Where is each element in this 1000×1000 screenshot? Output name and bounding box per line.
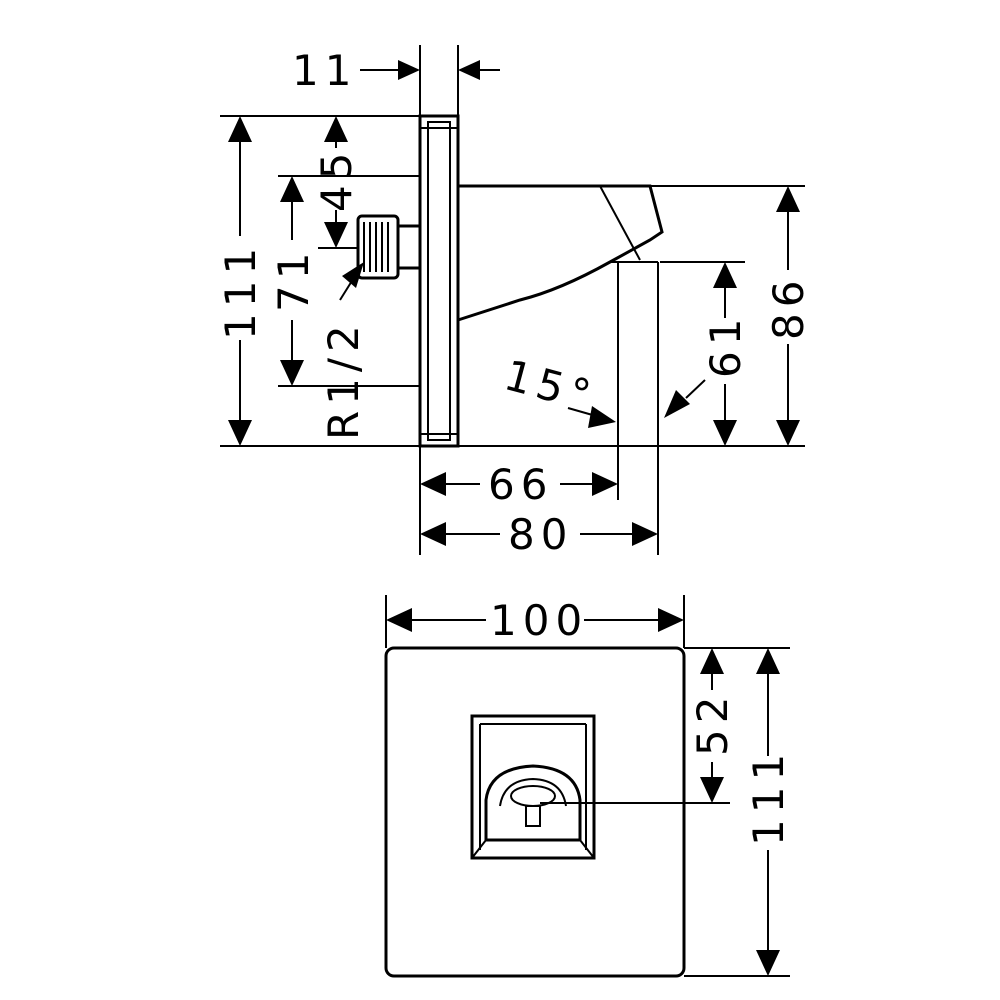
dim-111-front-label: 111 bbox=[744, 748, 793, 846]
dimension-45: 45 bbox=[312, 116, 361, 248]
dim-80-label: 80 bbox=[508, 510, 573, 559]
dim-111-left-label: 111 bbox=[216, 242, 265, 340]
angle-label: 15° bbox=[499, 350, 601, 421]
front-cover-plate bbox=[384, 646, 686, 978]
dim-71-label: 71 bbox=[269, 247, 318, 312]
angle-callout: 15° bbox=[499, 350, 706, 428]
dim-86-label: 86 bbox=[764, 275, 813, 340]
threaded-connector bbox=[356, 214, 422, 280]
dim-52-label: 52 bbox=[688, 691, 737, 756]
dim-100-label: 100 bbox=[490, 596, 588, 645]
dimension-100: 100 bbox=[386, 596, 684, 645]
dim-61-label: 61 bbox=[701, 313, 750, 378]
dim-45-label: 45 bbox=[312, 147, 361, 212]
dimension-71: 71 bbox=[269, 176, 318, 386]
dimension-66: 66 bbox=[420, 460, 618, 509]
spout-body bbox=[457, 184, 664, 322]
extension-lines bbox=[220, 45, 805, 555]
dimension-111-front: 111 bbox=[744, 648, 793, 976]
wall-plate bbox=[418, 114, 460, 448]
thread-callout: R1/2 bbox=[319, 262, 368, 440]
dimension-11: 11 bbox=[292, 46, 500, 95]
side-view: 11 111 45 71 R bbox=[216, 45, 813, 559]
thread-label: R1/2 bbox=[319, 319, 368, 440]
dimension-111-left: 111 bbox=[216, 116, 265, 446]
front-extension-lines bbox=[385, 595, 790, 977]
front-view: 100 52 111 bbox=[384, 595, 793, 978]
dimension-86: 86 bbox=[764, 186, 813, 446]
dimension-80: 80 bbox=[420, 510, 658, 559]
dimension-52: 52 bbox=[688, 648, 737, 803]
dim-11-label: 11 bbox=[292, 46, 357, 95]
dimension-61: 61 bbox=[701, 262, 750, 446]
dim-66-label: 66 bbox=[488, 460, 553, 509]
front-outlet bbox=[470, 714, 596, 860]
